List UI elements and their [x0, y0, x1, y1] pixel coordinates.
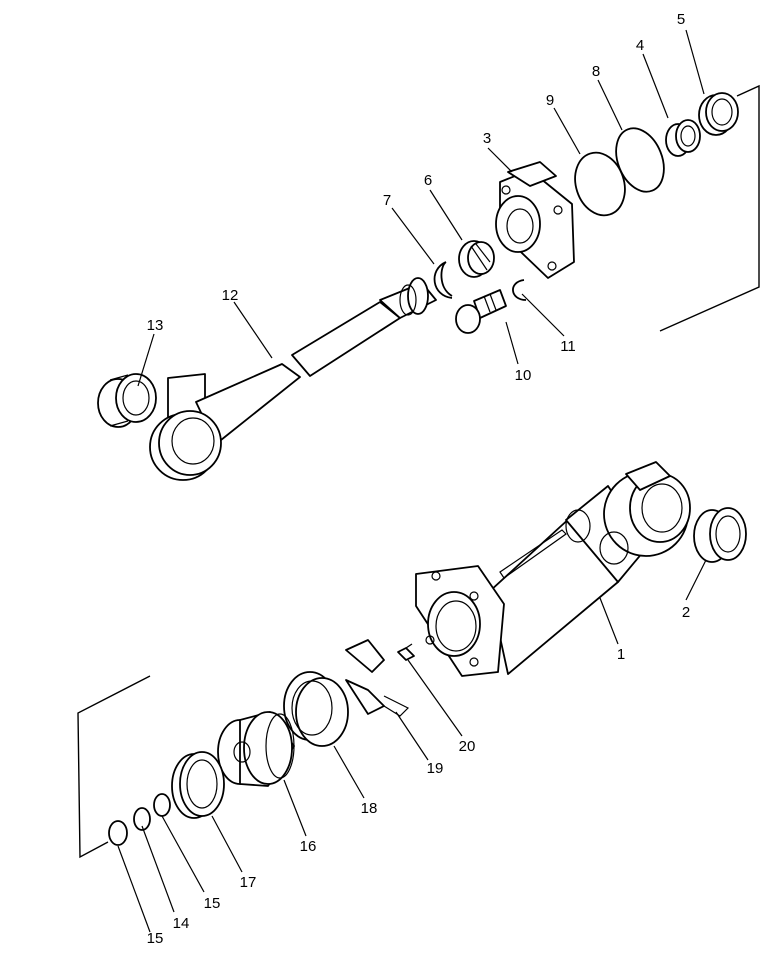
part-10-bolt [455, 289, 507, 334]
part-6-ball [458, 240, 495, 278]
part-15-ring-a [153, 793, 171, 817]
part-2-bushing [693, 507, 747, 563]
part-14-ring [133, 807, 151, 831]
callout-12: 12 [222, 287, 239, 304]
part-7-snap-ring [433, 261, 453, 299]
part-16-piston [217, 711, 295, 787]
part-8-backup-ring [615, 127, 665, 193]
part-19-split-ring [345, 639, 410, 717]
part-12-piston-rod [149, 277, 437, 481]
callout-9: 9 [546, 92, 554, 109]
callout-10: 10 [515, 367, 532, 384]
callout-18: 18 [361, 800, 378, 817]
leader-lines [117, 29, 707, 933]
callout-13: 13 [147, 317, 164, 334]
callout-15-bottom: 15 [147, 930, 164, 947]
callouts: 1 2 3 4 5 6 7 8 9 10 11 12 13 14 15 15 1… [147, 11, 691, 947]
callout-20: 20 [459, 738, 476, 755]
callout-2: 2 [682, 604, 690, 621]
callout-6: 6 [424, 172, 432, 189]
callout-15-middle: 15 [204, 895, 221, 912]
callout-4: 4 [636, 37, 644, 54]
callout-14: 14 [173, 915, 190, 932]
callout-16: 16 [300, 838, 317, 855]
callout-11: 11 [560, 338, 576, 355]
callout-3: 3 [483, 130, 491, 147]
part-1-cylinder [415, 461, 691, 677]
callout-17: 17 [240, 874, 257, 891]
callout-5: 5 [677, 11, 685, 28]
part-5-seal [698, 92, 739, 136]
part-3-cover [495, 161, 575, 279]
part-4-bushing [665, 119, 701, 157]
callout-8: 8 [592, 63, 600, 80]
part-11-snap-ring [512, 279, 527, 301]
part-15-ring-b [108, 820, 128, 846]
callout-1: 1 [617, 646, 625, 663]
callout-7: 7 [383, 192, 391, 209]
part-18-wear-ring [283, 671, 349, 747]
part-17-seal [171, 751, 225, 819]
part-13-bushing [97, 373, 157, 428]
part-20-screw [397, 643, 415, 661]
lower-group-bracket [77, 675, 151, 859]
upper-group-bracket [659, 84, 760, 332]
callout-19: 19 [427, 760, 444, 777]
